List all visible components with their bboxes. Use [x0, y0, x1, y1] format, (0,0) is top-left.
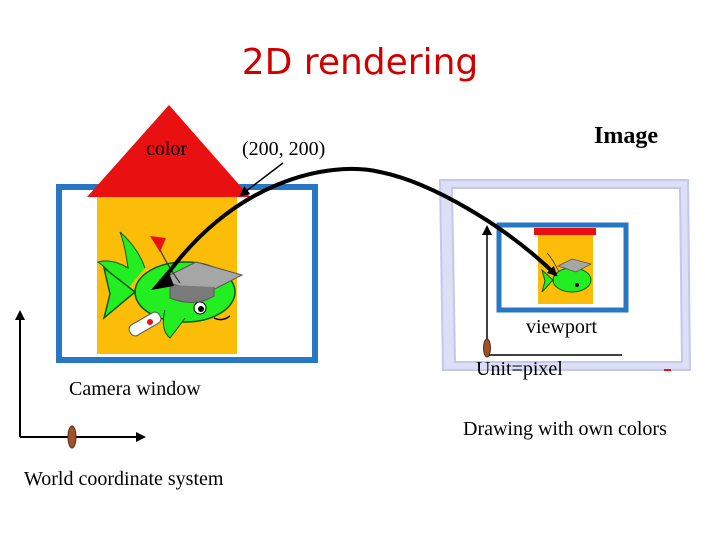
color-label: color [146, 138, 188, 160]
viewport-label: viewport [526, 316, 598, 338]
camera-window-group [56, 105, 318, 363]
unit-label: Unit=pixel [476, 358, 563, 380]
world-coordinate-label: World coordinate system [24, 468, 224, 490]
world-axes [15, 310, 146, 449]
graduation-cap-icon [150, 236, 244, 303]
coordinate-pointer-arrow [239, 162, 284, 197]
screen-group [438, 179, 692, 371]
mapping-curve-arrow [158, 166, 558, 287]
mapping-arrow-tail-head [151, 270, 174, 290]
diploma-icon [128, 311, 162, 337]
drawing-label: Drawing with own colors [463, 418, 667, 440]
viewport-roof [534, 228, 596, 235]
coordinate-label: (200, 200) [242, 138, 326, 160]
screen-axes [482, 225, 671, 371]
viewport-frame [496, 222, 629, 313]
camera-window-label: Camera window [69, 378, 201, 400]
screen-axes-handle [483, 338, 491, 358]
axes-handle [67, 425, 77, 449]
slide-title: 2D rendering [241, 42, 479, 83]
viewport-fish-icon [541, 252, 593, 293]
house-roof [87, 105, 250, 197]
image-label: Image [594, 123, 658, 149]
